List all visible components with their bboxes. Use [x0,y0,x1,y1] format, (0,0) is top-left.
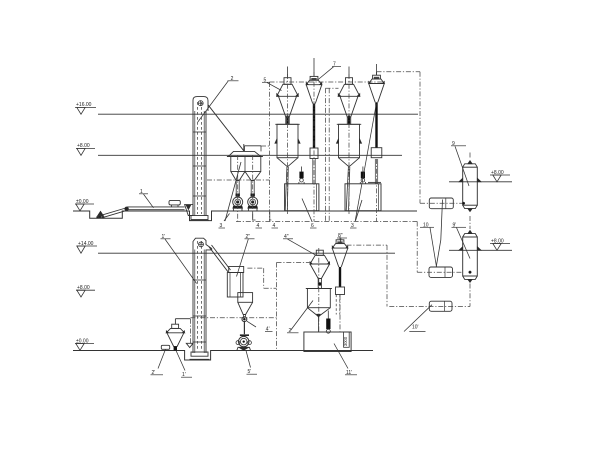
svg-text:9: 9 [452,141,455,147]
svg-text:2: 2 [231,76,234,82]
svg-text:4: 4 [273,223,276,229]
svg-text:4': 4' [266,327,270,333]
svg-text:+16.00: +16.00 [76,102,92,108]
svg-text:+8.00: +8.00 [77,143,90,149]
svg-text:2": 2" [246,234,251,240]
svg-text:+8.00: +8.00 [491,170,504,176]
svg-text:5': 5' [248,369,252,375]
svg-text:±0.00: ±0.00 [76,338,89,344]
svg-text:4": 4" [284,234,289,240]
svg-text:±0.00: ±0.00 [76,199,89,205]
svg-text:1: 1 [140,189,143,195]
svg-text:+14.00: +14.00 [78,241,94,247]
svg-text:10: 10 [423,222,429,228]
svg-text:+8.00: +8.00 [491,238,504,244]
svg-text:11': 11' [346,370,352,376]
svg-text:2': 2' [289,328,293,334]
svg-text:3000: 3000 [343,336,348,346]
svg-text:8": 8" [338,233,343,239]
svg-text:5: 5 [264,77,267,83]
svg-text:10': 10' [412,325,419,331]
svg-text:+8.00: +8.00 [77,285,90,291]
svg-text:4: 4 [257,223,260,229]
svg-text:1': 1' [182,372,186,378]
svg-text:6: 6 [311,223,314,229]
svg-text:2': 2' [152,370,156,376]
svg-text:9': 9' [453,222,457,228]
svg-text:3: 3 [220,223,223,229]
svg-text:3: 3 [351,223,354,229]
svg-text:1': 1' [162,234,166,240]
svg-text:7: 7 [333,62,336,68]
